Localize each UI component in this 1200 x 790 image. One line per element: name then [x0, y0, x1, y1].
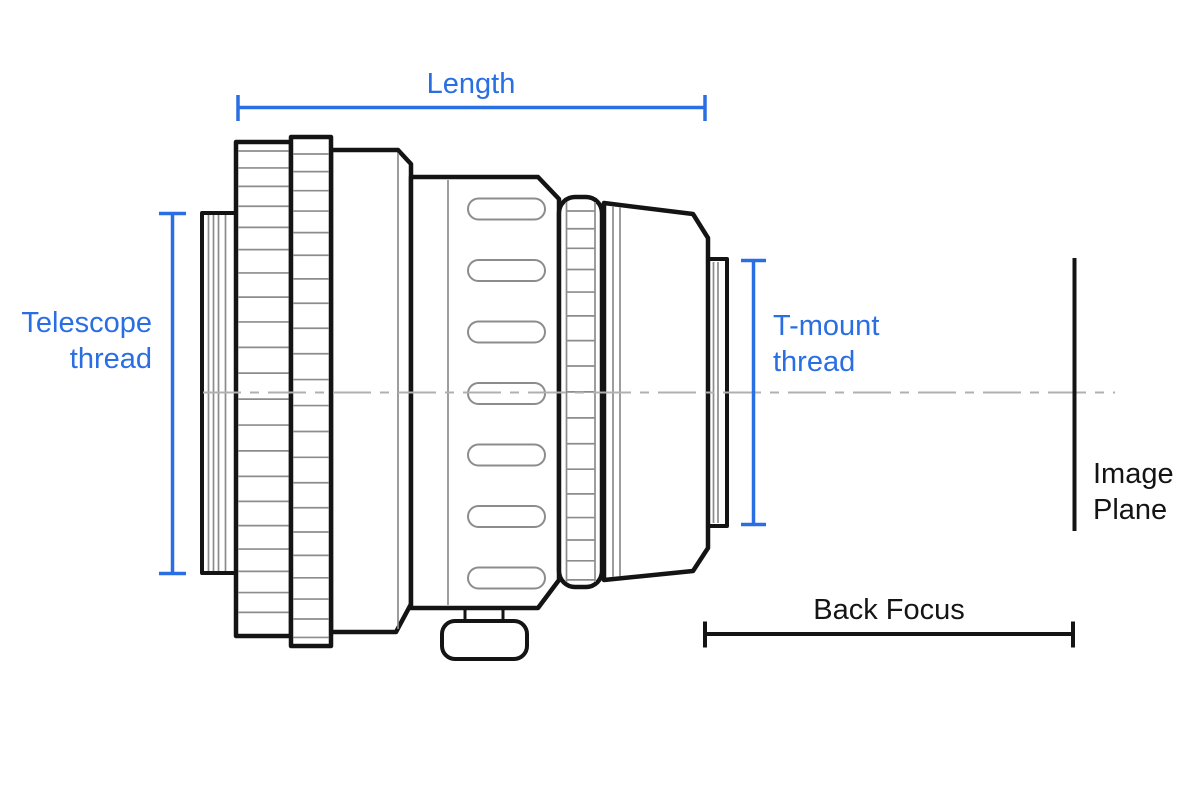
focus-knob [440, 608, 529, 661]
knurled-ring-1 [233, 139, 294, 639]
grip-slot [467, 505, 546, 528]
grip-slot [467, 197, 546, 221]
length-dimension [236, 95, 707, 121]
t-mount-thread-dimension [741, 258, 766, 527]
image-plane-label: Image Plane [1093, 458, 1174, 526]
telescope-thread-dimension [159, 211, 186, 576]
grip-slots [467, 197, 546, 590]
length-label: Length [426, 68, 516, 100]
grip-slot [467, 320, 546, 344]
t-mount-thread-label: T-mount thread [773, 310, 880, 378]
back-focus-dimension [703, 621, 1075, 648]
grip-slot [467, 259, 546, 282]
grip-slot [467, 443, 546, 467]
grip-slot [467, 566, 546, 590]
telescope-thread-label: Telescope thread [21, 307, 152, 375]
front-cell [328, 147, 414, 635]
back-focus-label: Back Focus [813, 594, 965, 626]
